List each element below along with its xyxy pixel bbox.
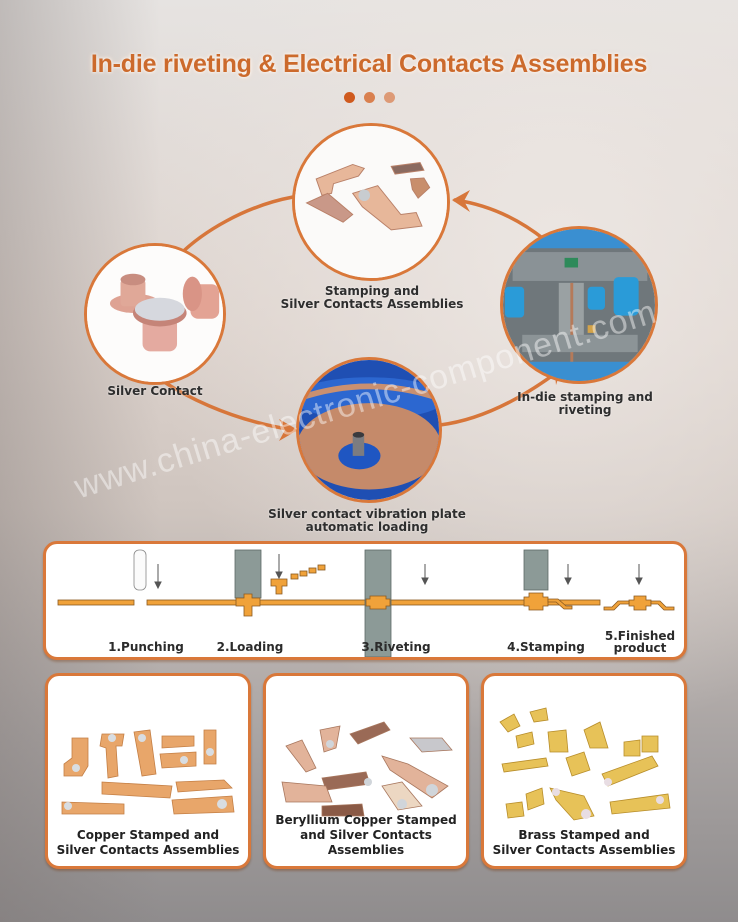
step-punching: 1.Punching [108, 640, 184, 654]
arrow-indie-to-stamping [453, 198, 547, 242]
beryllium-card-label: Beryllium Copper Stamped and Silver Cont… [275, 813, 457, 857]
brass-card-label: Brass Stamped and Silver Contacts Assemb… [492, 828, 676, 857]
vibration-plate-label: Silver contact vibration plate automatic… [268, 507, 466, 534]
dot-1 [344, 92, 355, 103]
step-stamping: 4.Stamping [507, 640, 585, 654]
dot-3 [384, 92, 395, 103]
copper-parts-image [61, 729, 235, 815]
product-card-brass: Brass Stamped and Silver Contacts Assemb… [481, 673, 687, 869]
step-riveting: 3.Riveting [361, 640, 431, 654]
copper-card-label: Copper Stamped and Silver Contacts Assem… [56, 828, 240, 857]
vibration-plate-image [296, 357, 442, 503]
in-die-image [500, 226, 658, 384]
product-card-beryllium: Beryllium Copper Stamped and Silver Cont… [263, 673, 469, 869]
process-illustration [57, 549, 675, 657]
stamping-label: Stamping and Silver Contacts Assemblies [280, 284, 464, 311]
product-card-copper: Copper Stamped and Silver Contacts Assem… [45, 673, 251, 869]
process-diagram: 1.Punching 2.Loading 3.Riveting 4.Stampi… [43, 541, 687, 660]
page-title: In-die riveting & Electrical Contacts As… [90, 50, 648, 78]
stamping-image [292, 123, 450, 281]
in-die-label: In-die stamping and riveting [517, 390, 653, 417]
brass-parts-image [499, 707, 671, 821]
dot-2 [364, 92, 375, 103]
silver-contact-image [84, 243, 226, 385]
beryllium-parts-image [281, 721, 453, 817]
down-arrow-icons [154, 554, 643, 590]
step-finished: 5.Finished product [604, 629, 676, 655]
title-dots [344, 92, 395, 103]
step-loading: 2.Loading [216, 640, 284, 654]
arrowhead-left-icon [452, 190, 470, 212]
silver-contact-label: Silver Contact [107, 384, 203, 398]
